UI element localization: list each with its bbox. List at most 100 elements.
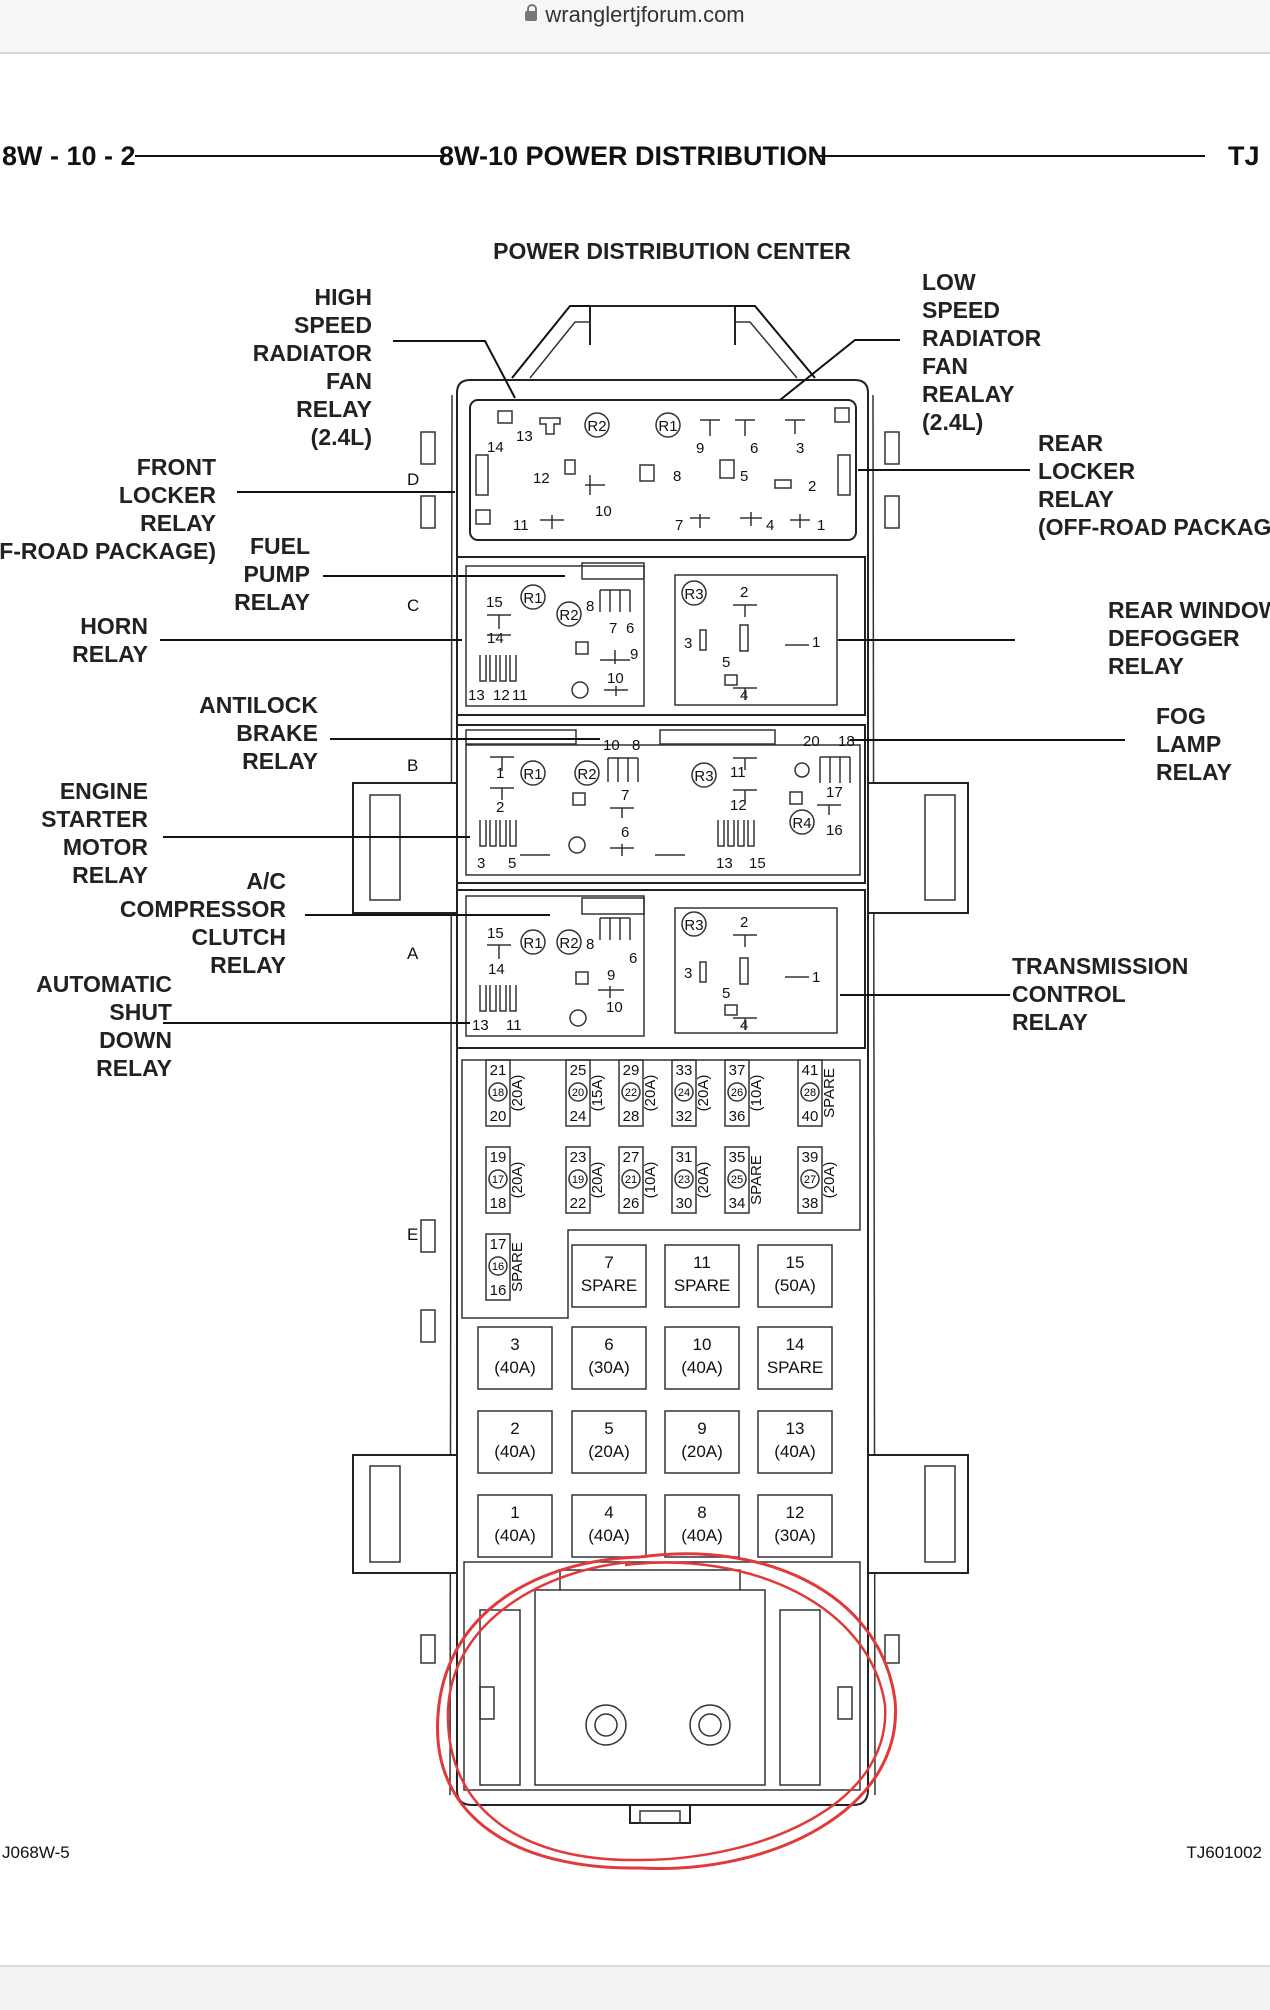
callout-fog-lamp-line: LAMP: [1156, 731, 1221, 757]
svg-text:4: 4: [604, 1503, 613, 1522]
svg-text:R2: R2: [577, 766, 596, 783]
svg-text:11: 11: [512, 687, 528, 704]
svg-text:3: 3: [477, 855, 485, 872]
svg-text:1: 1: [510, 1503, 519, 1522]
svg-text:SPARE: SPARE: [821, 1068, 838, 1118]
svg-text:34: 34: [729, 1195, 746, 1212]
svg-text:30: 30: [676, 1195, 693, 1212]
svg-text:(20A): (20A): [589, 1162, 606, 1199]
callout-fuel-pump-line: PUMP: [244, 561, 310, 587]
svg-text:24: 24: [570, 1108, 587, 1125]
svg-text:22: 22: [625, 1087, 637, 1099]
svg-text:(20A): (20A): [821, 1162, 838, 1199]
svg-text:9: 9: [607, 967, 615, 984]
maxi-fuse: 12(30A): [757, 1494, 833, 1558]
svg-text:(10A): (10A): [748, 1075, 765, 1112]
svg-text:18: 18: [838, 733, 855, 750]
section-c: C 15 R1 R2 8 7 6 14 9 10 13 12 11 R3 2 3…: [407, 556, 866, 716]
row-label-d: D: [407, 470, 419, 489]
svg-text:27: 27: [804, 1174, 816, 1186]
svg-text:R2: R2: [587, 418, 606, 435]
red-marker-stroke: [446, 1560, 887, 1862]
svg-text:(30A): (30A): [774, 1526, 816, 1545]
svg-text:SPARE: SPARE: [674, 1276, 730, 1295]
svg-text:32: 32: [676, 1108, 693, 1125]
svg-text:4: 4: [740, 687, 748, 704]
svg-text:38: 38: [802, 1195, 819, 1212]
svg-text:2: 2: [496, 799, 504, 816]
callout-low-speed-fan-line: SPEED: [922, 297, 1000, 323]
svg-text:3: 3: [510, 1335, 519, 1354]
callout-antilock-line: BRAKE: [236, 720, 318, 746]
svg-text:21: 21: [625, 1174, 637, 1186]
maxi-fuse: 6(30A): [571, 1326, 647, 1390]
svg-text:16: 16: [826, 822, 843, 839]
browser-bottom-bar: [0, 1965, 1270, 2010]
browser-url-bar[interactable]: wranglertjforum.com: [0, 0, 1270, 54]
callout-low-speed-fan-line: REALAY: [922, 381, 1014, 407]
svg-text:5: 5: [722, 985, 730, 1002]
svg-text:13: 13: [716, 855, 733, 872]
callout-starter-line: RELAY: [72, 862, 148, 888]
callout-rear-locker-line: RELAY: [1038, 486, 1114, 512]
callout-front-locker-line: LOCKER: [119, 482, 217, 508]
svg-text:15: 15: [749, 855, 766, 872]
svg-text:4: 4: [766, 517, 774, 534]
callout-starter-line: MOTOR: [63, 834, 149, 860]
callout-starter-line: STARTER: [41, 806, 148, 832]
svg-text:27: 27: [623, 1149, 640, 1166]
svg-text:R2: R2: [559, 935, 578, 952]
svg-text:(20A): (20A): [588, 1442, 630, 1461]
callout-fuel-pump-line: RELAY: [234, 589, 310, 615]
svg-text:25: 25: [570, 1062, 587, 1079]
svg-text:(50A): (50A): [774, 1276, 816, 1295]
url-display[interactable]: wranglertjforum.com: [0, 2, 1270, 28]
svg-text:2: 2: [510, 1419, 519, 1438]
svg-text:R4: R4: [792, 815, 811, 832]
svg-text:9: 9: [697, 1419, 706, 1438]
svg-text:SPARE: SPARE: [767, 1358, 823, 1377]
callout-rear-locker-line: REAR: [1038, 430, 1104, 456]
callout-asd-line: RELAY: [96, 1055, 172, 1081]
svg-text:29: 29: [623, 1062, 640, 1079]
svg-text:35: 35: [729, 1149, 746, 1166]
svg-text:(40A): (40A): [494, 1358, 536, 1377]
svg-text:6: 6: [626, 620, 634, 637]
section-d: D 14 13 R2 R1 9 6 3 12 10 8 5 2 11 7 4 1: [407, 399, 857, 541]
svg-text:SPARE: SPARE: [748, 1155, 765, 1205]
callout-rear-locker-line: (OFF-ROAD PACKAGE): [1038, 514, 1270, 540]
svg-text:2: 2: [740, 584, 748, 601]
svg-text:31: 31: [676, 1149, 693, 1166]
svg-text:1: 1: [496, 765, 504, 782]
maxi-fuse: 15(50A): [757, 1244, 833, 1308]
svg-text:33: 33: [676, 1062, 693, 1079]
callout-low-speed-fan-line: RADIATOR: [922, 325, 1042, 351]
callout-fuel-pump-line: FUEL: [250, 533, 310, 559]
svg-text:5: 5: [604, 1419, 613, 1438]
svg-text:10: 10: [606, 999, 623, 1016]
svg-text:(40A): (40A): [774, 1442, 816, 1461]
svg-text:20: 20: [572, 1087, 584, 1099]
svg-text:7: 7: [675, 517, 683, 534]
callout-low-speed-fan-line: (2.4L): [922, 409, 983, 435]
page-header: 8W - 10 - 2 8W-10 POWER DISTRIBUTION TJ: [2, 141, 1260, 171]
svg-text:7: 7: [604, 1253, 613, 1272]
svg-text:13: 13: [516, 428, 533, 445]
svg-text:23: 23: [570, 1149, 587, 1166]
maxi-fuse: 13(40A): [757, 1410, 833, 1474]
power-distribution-diagram: 8W - 10 - 2 8W-10 POWER DISTRIBUTION TJ …: [0, 141, 1270, 1871]
maxi-fuse: 4(40A): [571, 1494, 647, 1558]
svg-text:8: 8: [586, 598, 594, 615]
svg-text:(20A): (20A): [509, 1075, 526, 1112]
callout-horn-line: HORN: [80, 613, 148, 639]
callout-fog-lamp-line: FOG: [1156, 703, 1206, 729]
callout-front-locker-line: FRONT: [137, 454, 216, 480]
svg-text:8: 8: [632, 737, 640, 754]
